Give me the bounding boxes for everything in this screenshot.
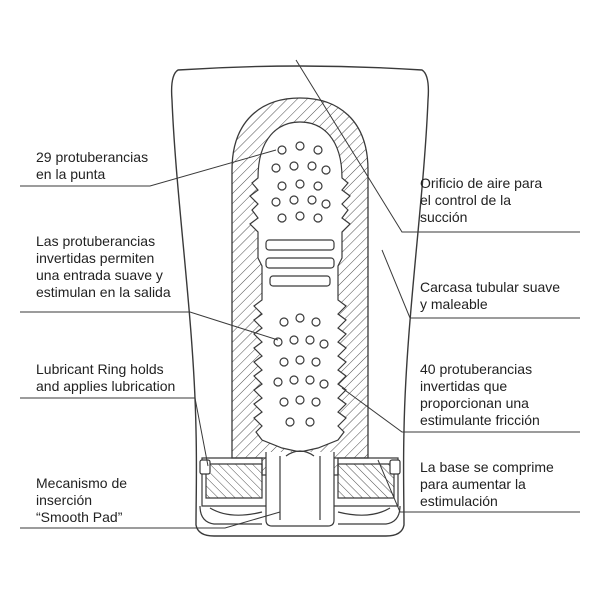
label-insertion-mechanism: Mecanismo de inserción “Smooth Pad” xyxy=(36,475,131,525)
label-tip-bumps: 29 protuberancias en la punta xyxy=(36,149,152,182)
lower-bumps xyxy=(273,313,329,427)
label-forty-bumps: 40 protuberancias invertidas que proporc… xyxy=(420,361,540,428)
label-squeeze-base: La base se comprime para aumentar la est… xyxy=(420,459,558,509)
label-inverted-bumps: Las protuberancias invertidas permiten u… xyxy=(36,233,171,300)
base-assembly xyxy=(199,450,401,527)
label-lubricant-ring: Lubricant Ring holds and applies lubrica… xyxy=(36,361,175,394)
outer-casing xyxy=(170,65,430,537)
label-air-hole: Orificio de aire para el control de la s… xyxy=(420,175,546,225)
tip-bumps xyxy=(271,141,331,223)
label-soft-casing: Carcasa tubular suave y maleable xyxy=(420,279,564,312)
leader-lines xyxy=(20,59,580,529)
transition-ribs xyxy=(265,239,335,287)
